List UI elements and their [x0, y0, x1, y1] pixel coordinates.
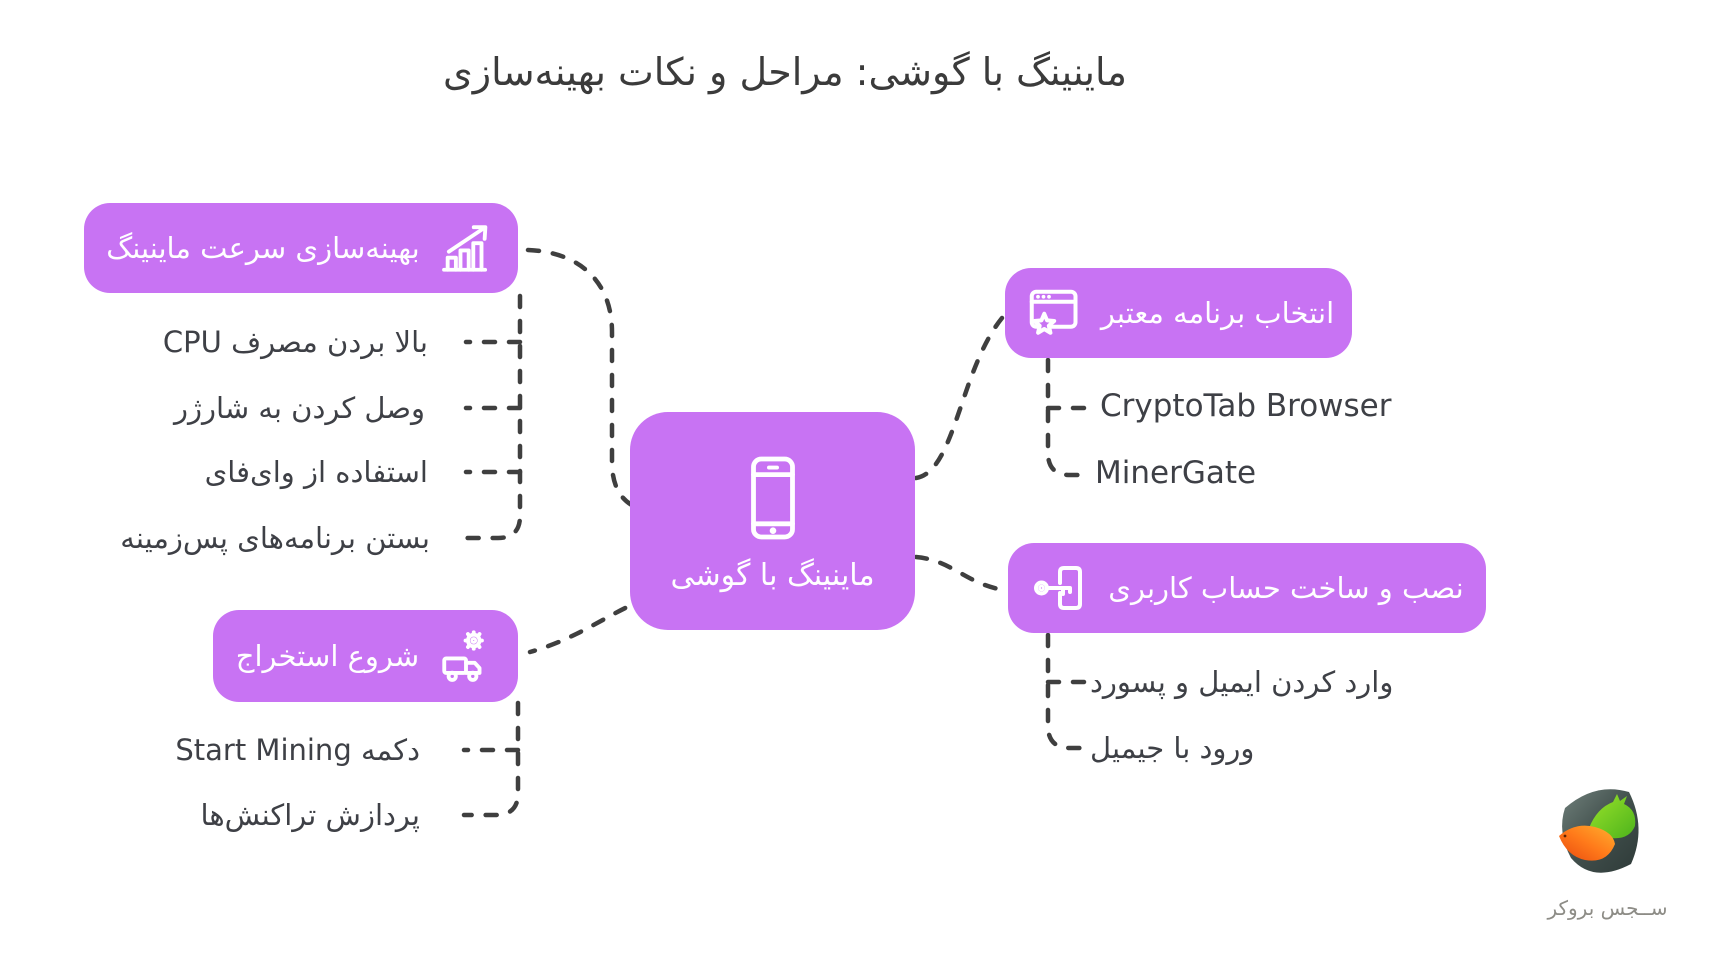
node-optimize-speed: بهینه‌سازی سرعت ماینینگ	[84, 203, 518, 293]
leaf-login-with-gmail: ورود با جیمیل	[1090, 731, 1255, 765]
leaf-minergate: MinerGate	[1095, 455, 1257, 491]
bull-bear-shield-icon	[1558, 787, 1648, 873]
connector-center-to-start	[527, 595, 651, 655]
growth-chart-icon	[441, 225, 488, 272]
leaf-cryptotab-browser: CryptoTab Browser	[1100, 388, 1392, 424]
leaf-connect-charger: وصل کردن به شارژر	[173, 391, 425, 425]
leaf-enter-email-password: وارد کردن ایمیل و پسورد	[1090, 665, 1394, 699]
browser-star-icon	[1029, 289, 1078, 335]
trunk-start	[461, 700, 521, 818]
node-install-account: نصب و ساخت حساب کاربری	[1008, 543, 1486, 633]
connector-optimize-to-center	[525, 247, 647, 513]
leaf-close-background-apps: بستن برنامه‌های پس‌زمینه	[120, 521, 430, 555]
node-center-label: ماینینگ با گوشی	[670, 557, 875, 593]
node-choose-app-label: انتخاب برنامه معتبر	[1100, 296, 1335, 330]
node-start-mining: شروع استخراج	[213, 610, 518, 702]
page-title: ماینینگ با گوشی: مراحل و نکات بهینه‌سازی	[443, 50, 1127, 94]
node-start-mining-label: شروع استخراج	[235, 639, 420, 673]
gear-truck-icon	[442, 630, 485, 682]
node-choose-app: انتخاب برنامه معتبر	[1005, 268, 1352, 358]
trunk-optimize	[463, 293, 523, 541]
brand-logo: ســجس بروکر	[1540, 780, 1675, 920]
key-phone-icon	[1034, 566, 1083, 610]
leaf-raise-cpu: بالا بردن مصرف CPU	[162, 325, 428, 359]
node-install-account-label: نصب و ساخت حساب کاربری	[1108, 571, 1464, 605]
brand-logo-caption: ســجس بروکر	[1547, 896, 1668, 920]
node-optimize-speed-label: بهینه‌سازی سرعت ماینینگ	[106, 231, 420, 265]
connector-center-to-chooseapp	[913, 315, 1005, 481]
leaf-start-mining-button: دکمه Start Mining	[175, 733, 420, 767]
smartphone-icon	[750, 456, 795, 539]
leaf-use-wifi: استفاده از وای‌فای	[204, 455, 428, 489]
trunk-chooseapp	[1045, 357, 1089, 478]
connector-center-to-signup	[913, 554, 1007, 593]
leaf-process-transactions: پردازش تراکنش‌ها	[200, 798, 420, 832]
node-center-mobile-mining: ماینینگ با گوشی	[630, 412, 915, 630]
trunk-signup	[1045, 632, 1089, 751]
